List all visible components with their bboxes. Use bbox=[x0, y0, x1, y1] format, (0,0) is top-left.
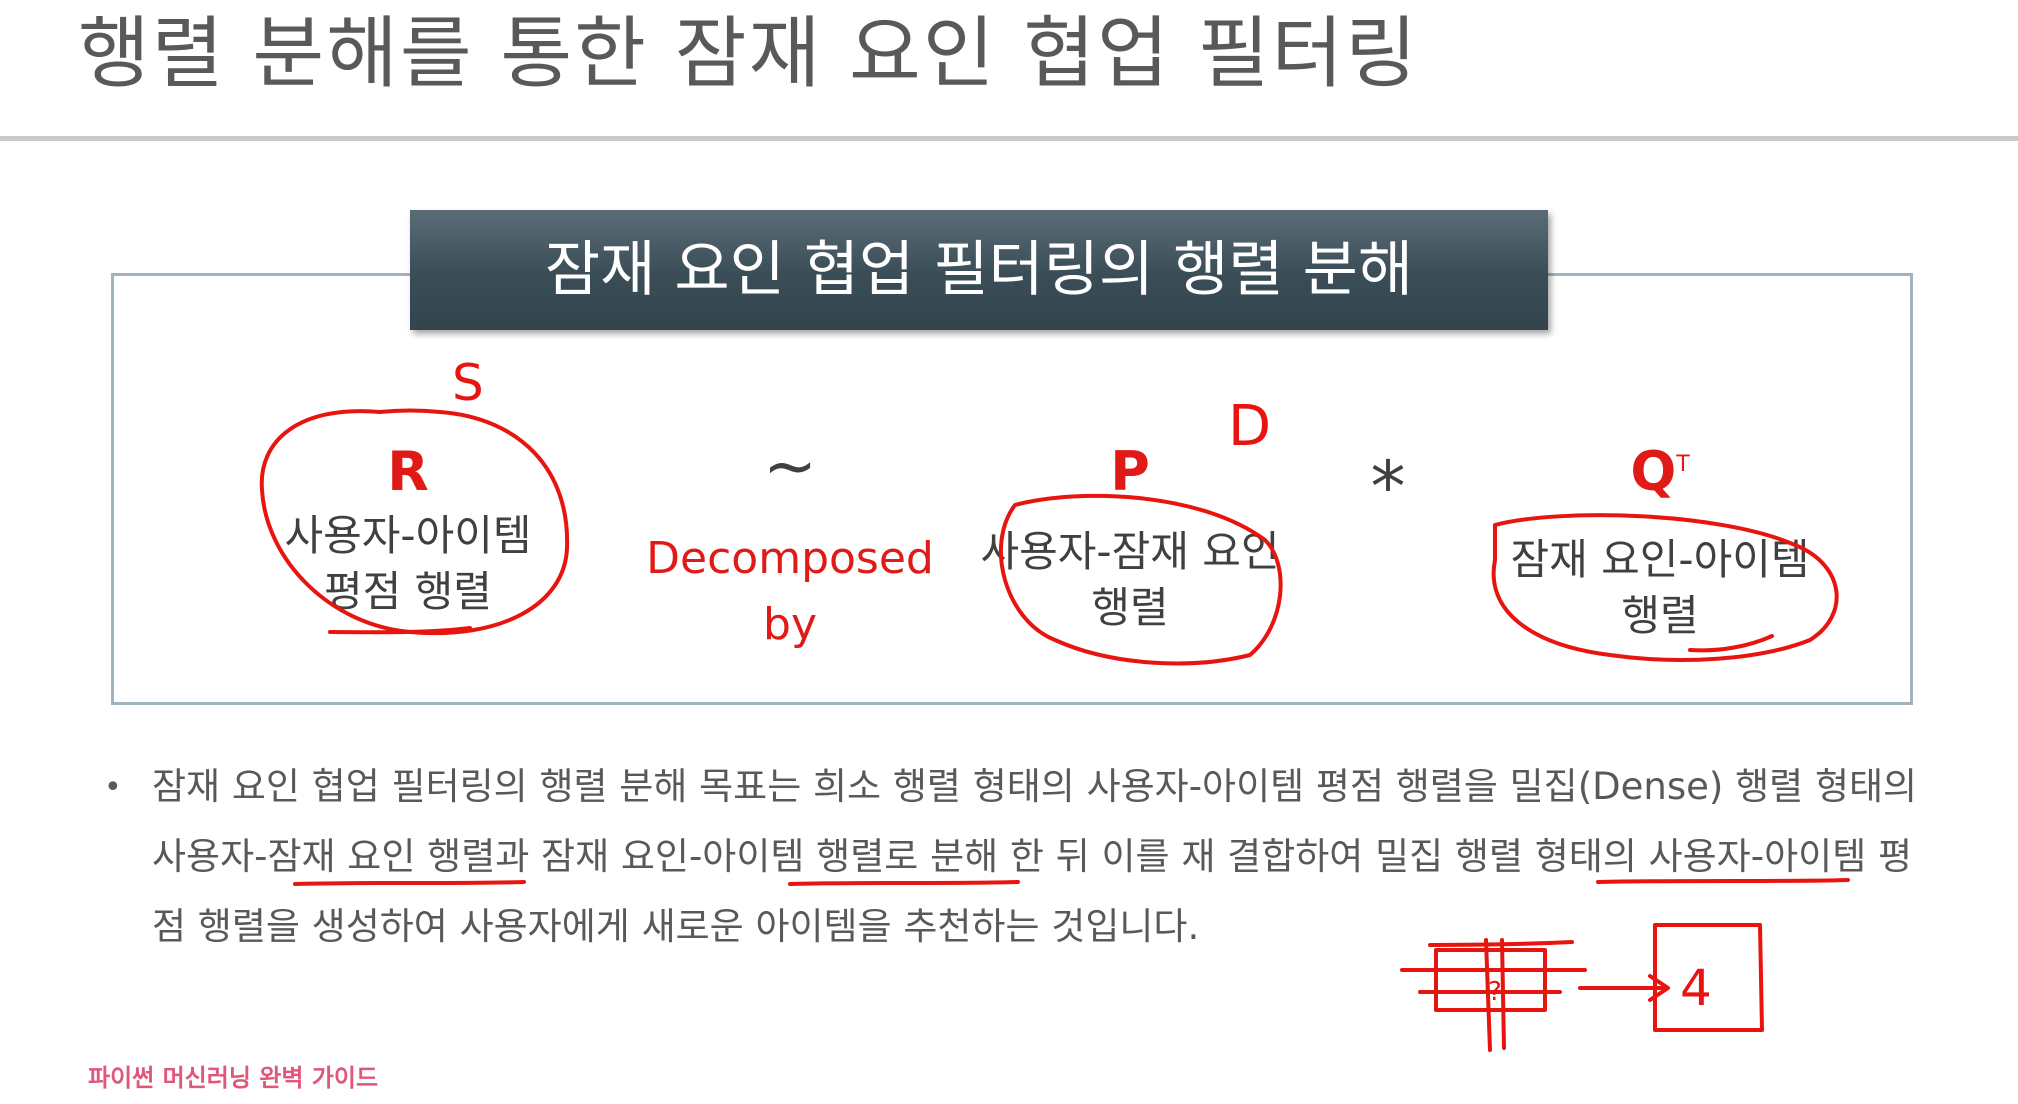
r-matrix-label-line1: 사용자-아이템 bbox=[284, 511, 532, 560]
multiply-symbol: * bbox=[1370, 446, 1406, 528]
r-matrix-letter: R bbox=[387, 440, 429, 503]
decomposed-label: Decomposed bbox=[646, 533, 934, 584]
q-matrix-label-line1: 잠재 요인-아이템 bbox=[1510, 535, 1810, 584]
q-matrix-label-line2: 행렬 bbox=[1621, 591, 1699, 640]
result-value-ink: 4 bbox=[1680, 959, 1712, 1017]
footer-text: 파이썬 머신러닝 완벽 가이드 bbox=[88, 1064, 379, 1092]
arrow-ink bbox=[1578, 974, 1670, 1002]
diagram-header: 잠재 요인 협업 필터링의 행렬 분해 bbox=[410, 210, 1548, 330]
by-label: by bbox=[763, 599, 817, 650]
bullet-marker: • bbox=[104, 770, 122, 805]
p-matrix-label-line1: 사용자-잠재 요인 bbox=[980, 527, 1280, 576]
approx-symbol: ~ bbox=[763, 430, 817, 504]
bullet-text: 잠재 요인 협업 필터링의 행렬 분해 목표는 희소 행렬 형태의 사용자-아이… bbox=[152, 765, 1918, 948]
grid-mark-ink: ? bbox=[1488, 977, 1502, 1007]
p-matrix-letter: P bbox=[1110, 440, 1150, 503]
title-divider bbox=[0, 136, 2018, 141]
q-transpose-superscript: T bbox=[1676, 452, 1690, 477]
slide-title: 행렬 분해를 통한 잠재 요인 협업 필터링 bbox=[78, 9, 1419, 99]
r-matrix-label-line2: 평점 행렬 bbox=[324, 567, 492, 616]
p-matrix-label-line2: 행렬 bbox=[1091, 583, 1169, 632]
q-matrix-letter: QT bbox=[1630, 440, 1690, 503]
